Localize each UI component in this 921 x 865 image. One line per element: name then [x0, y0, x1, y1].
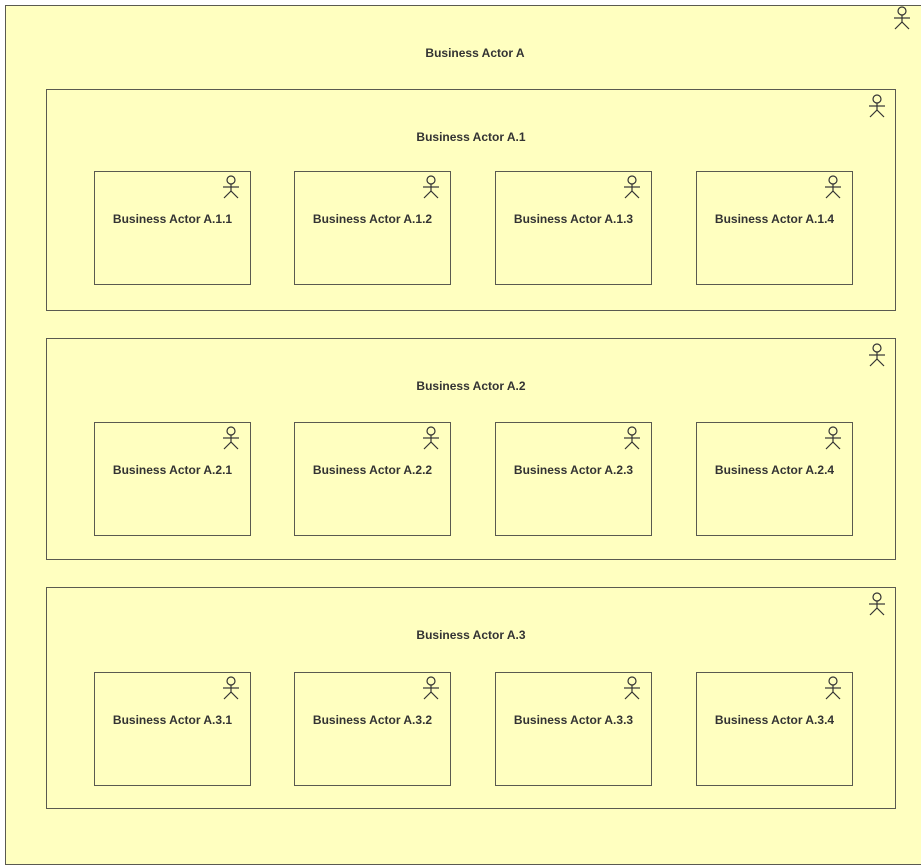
business-actor-a1-1[interactable]: Business Actor A.1.1 [94, 171, 251, 285]
actor-icon [622, 426, 642, 450]
actor-icon [221, 676, 241, 700]
business-actor-a3-1-label: Business Actor A.3.1 [112, 713, 233, 727]
business-actor-a3-2-label: Business Actor A.3.2 [312, 713, 433, 727]
business-actor-a2-3-label: Business Actor A.2.3 [513, 463, 634, 477]
business-actor-a1-4-label: Business Actor A.1.4 [714, 212, 835, 226]
business-actor-a3-4-label: Business Actor A.3.4 [714, 713, 835, 727]
business-actor-a3-1[interactable]: Business Actor A.3.1 [94, 672, 251, 786]
business-actor-a2-2[interactable]: Business Actor A.2.2 [294, 422, 451, 536]
actor-icon [823, 175, 843, 199]
business-actor-a1-2-label: Business Actor A.1.2 [312, 212, 433, 226]
actor-icon [421, 175, 441, 199]
actor-icon [421, 676, 441, 700]
business-actor-a3-2[interactable]: Business Actor A.3.2 [294, 672, 451, 786]
actor-icon [221, 175, 241, 199]
actor-icon [622, 175, 642, 199]
business-actor-a2-2-label: Business Actor A.2.2 [312, 463, 433, 477]
business-actor-a1-2[interactable]: Business Actor A.1.2 [294, 171, 451, 285]
business-actor-a2-4[interactable]: Business Actor A.2.4 [696, 422, 853, 536]
business-actor-group-a3-label: Business Actor A.3 [416, 628, 526, 642]
business-actor-a3-3[interactable]: Business Actor A.3.3 [495, 672, 652, 786]
business-actor-a2-4-label: Business Actor A.2.4 [714, 463, 835, 477]
business-actor-a1-3-label: Business Actor A.1.3 [513, 212, 634, 226]
business-actor-group-a2-label: Business Actor A.2 [416, 379, 526, 393]
actor-icon [421, 426, 441, 450]
business-actor-a3-3-label: Business Actor A.3.3 [513, 713, 634, 727]
actor-icon [867, 343, 887, 367]
business-actor-a2-1[interactable]: Business Actor A.2.1 [94, 422, 251, 536]
business-actor-root-label: Business Actor A [425, 46, 525, 60]
actor-icon [622, 676, 642, 700]
business-actor-a3-4[interactable]: Business Actor A.3.4 [696, 672, 853, 786]
business-actor-a1-4[interactable]: Business Actor A.1.4 [696, 171, 853, 285]
actor-icon [892, 6, 912, 30]
business-actor-a1-3[interactable]: Business Actor A.1.3 [495, 171, 652, 285]
actor-icon [221, 426, 241, 450]
business-actor-a2-3[interactable]: Business Actor A.2.3 [495, 422, 652, 536]
business-actor-a1-1-label: Business Actor A.1.1 [112, 212, 233, 226]
business-actor-a2-1-label: Business Actor A.2.1 [112, 463, 233, 477]
actor-icon [823, 676, 843, 700]
business-actor-group-a1-label: Business Actor A.1 [416, 130, 526, 144]
actor-icon [867, 592, 887, 616]
actor-icon [867, 94, 887, 118]
actor-icon [823, 426, 843, 450]
